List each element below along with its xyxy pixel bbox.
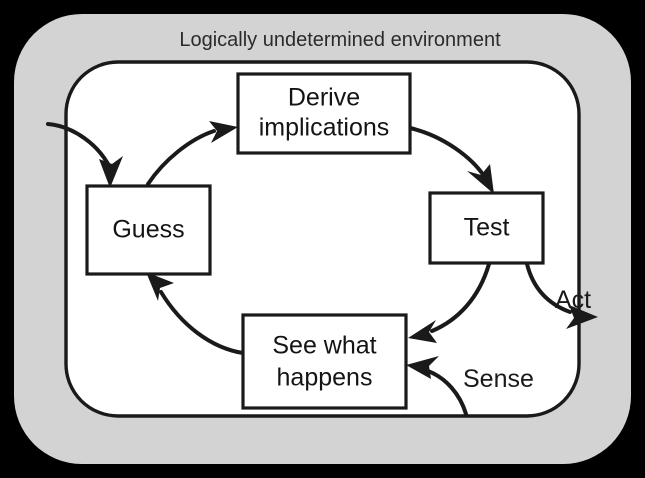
node-derive-implications-label-line1: Derive	[288, 84, 360, 112]
node-test[interactable]: Test	[428, 191, 545, 265]
node-guess-label: Guess	[112, 216, 184, 244]
node-see-what-happens[interactable]: See what happens	[241, 313, 408, 410]
environment-inner-region	[64, 60, 581, 418]
node-guess[interactable]: Guess	[85, 184, 212, 276]
arrow-guess-to-derive	[146, 121, 238, 186]
arrow-test-to-environment-act	[525, 262, 598, 329]
arrow-test-to-observe	[408, 262, 491, 343]
node-see-what-happens-rect[interactable]	[241, 313, 408, 410]
environment-title: Logically undetermined environment	[179, 29, 501, 51]
node-derive-implications[interactable]: Derive implications	[236, 72, 412, 155]
node-derive-implications-label-line2: implications	[259, 114, 390, 142]
node-test-label: Test	[464, 214, 510, 242]
arrow-environment-to-observe-sense	[406, 356, 468, 416]
arrow-derive-to-test	[408, 126, 494, 194]
edge-label-act: Act	[555, 286, 591, 314]
node-test-rect[interactable]	[428, 191, 545, 265]
edge-label-sense: Sense	[463, 365, 534, 393]
arrow-observe-to-guess	[146, 272, 245, 355]
node-see-what-happens-label-line2: happens	[277, 364, 373, 392]
node-guess-rect[interactable]	[85, 184, 212, 276]
node-see-what-happens-label-line1: See what	[272, 332, 376, 360]
arrow-environment-to-guess	[46, 122, 123, 188]
node-derive-implications-rect[interactable]	[236, 72, 412, 155]
